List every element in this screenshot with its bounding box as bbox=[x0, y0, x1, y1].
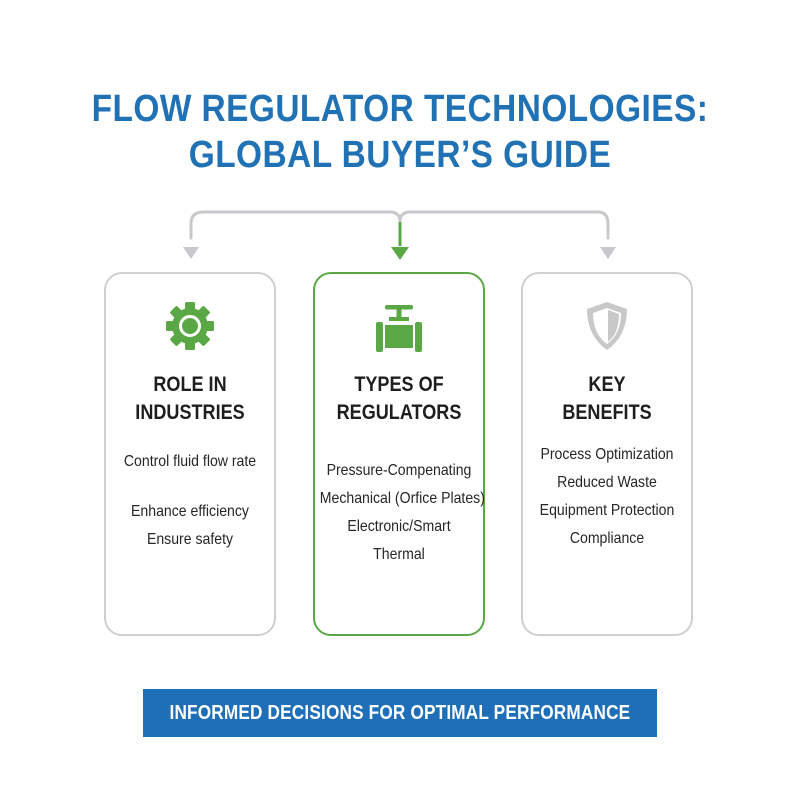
card-key-benefits: KEY BENEFITS Process Optimization Reduce… bbox=[521, 272, 693, 636]
card-heading-line-1: KEY bbox=[588, 373, 626, 396]
arrow-down-right-icon bbox=[600, 247, 616, 259]
card-body: Control fluid flow rate Enhance efficien… bbox=[111, 448, 269, 554]
list-item: Control fluid flow rate bbox=[123, 453, 257, 470]
title-line-2: GLOBAL BUYER’S GUIDE bbox=[188, 134, 612, 176]
card-heading-line-2: BENEFITS bbox=[562, 401, 652, 424]
branch-connector bbox=[183, 210, 616, 260]
list-item: Ensure safety bbox=[146, 531, 234, 548]
card-heading: TYPES OF REGULATORS bbox=[327, 371, 471, 427]
banner-label: INFORMED DECISIONS FOR OPTIMAL PERFORMAN… bbox=[169, 701, 631, 724]
card-role-in-industries: ROLE IN INDUSTRIES Control fluid flow ra… bbox=[104, 272, 276, 636]
footer-banner: INFORMED DECISIONS FOR OPTIMAL PERFORMAN… bbox=[143, 689, 657, 737]
list-item: Pressure-Compenating bbox=[326, 462, 472, 479]
connector-right-branch bbox=[398, 210, 610, 240]
list-item: Electronic/Smart bbox=[347, 518, 451, 535]
shield-icon bbox=[587, 302, 627, 350]
card-heading: ROLE IN INDUSTRIES bbox=[118, 371, 262, 427]
connector-left-branch bbox=[189, 210, 402, 240]
valve-icon bbox=[376, 305, 422, 352]
card-heading-line-1: TYPES OF bbox=[354, 373, 444, 396]
card-body: Pressure-Compenating Mechanical (Orfice … bbox=[319, 457, 485, 569]
card-heading-line-1: ROLE IN bbox=[153, 373, 227, 396]
card-types-of-regulators: TYPES OF REGULATORS Pressure-Compenating… bbox=[313, 272, 485, 636]
list-item: Process Optimization bbox=[540, 446, 674, 463]
arrow-down-left-icon bbox=[183, 247, 199, 259]
list-item: Mechanical (Orfice Plates) bbox=[319, 490, 485, 507]
gear-icon bbox=[166, 302, 214, 350]
list-item: Compliance bbox=[569, 530, 645, 547]
card-heading-line-2: INDUSTRIES bbox=[135, 401, 245, 424]
card-heading-line-2: REGULATORS bbox=[336, 401, 462, 424]
title-line-1: FLOW REGULATOR TECHNOLOGIES: bbox=[91, 88, 709, 130]
list-item: Enhance efficiency bbox=[131, 503, 249, 520]
arrow-down-center-icon bbox=[391, 247, 409, 260]
card-heading: KEY BENEFITS bbox=[535, 371, 679, 427]
list-item: Equipment Protection bbox=[539, 502, 675, 519]
card-body: Process Optimization Reduced Waste Equip… bbox=[528, 441, 686, 553]
list-item: Thermal bbox=[373, 546, 425, 563]
list-item: Reduced Waste bbox=[557, 474, 657, 491]
